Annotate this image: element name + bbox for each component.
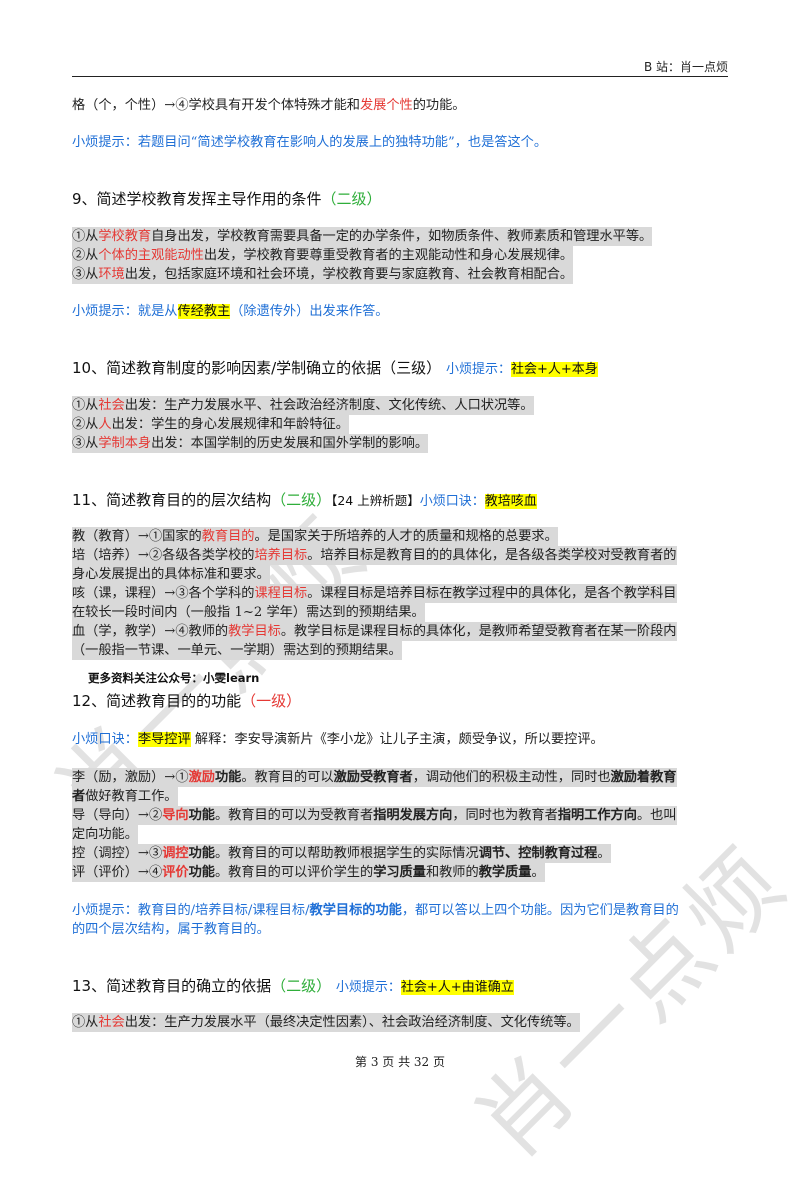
question-11-title: 11、简述教育目的的层次结构（二级）【24 上辨析题】小烦口诀：教培咳血	[72, 491, 537, 509]
q12-item-1-cont: 者做好教育工作。	[72, 787, 178, 806]
header-text: B 站：肖一点烦	[643, 60, 728, 74]
page-number: 第 3 页 共 32 页	[355, 1055, 445, 1069]
document-page: 肖一点烦 肖一点烦 B 站：肖一点烦 格（个，个性）→④学校具有开发个体特殊才能…	[0, 58, 800, 1179]
question-10-title: 10、简述教育制度的影响因素/学制确立的依据（三级） 小烦提示：社会+人+本身	[72, 359, 598, 377]
tip-3: 小烦提示：教育目的/培养目标/课程目标/教学目标的功能，都可以答以上四个功能。因…	[72, 903, 679, 918]
q11-item-4: 血（学，教学）→④教师的教学目标。教学目标是课程目标的具体化，是教师希望受教育者…	[72, 622, 677, 641]
tip-3-cont: 的四个层次结构，属于教育目的。	[72, 922, 270, 937]
q13-item-1: ①从社会出发：生产力发展水平（最终决定性因素）、社会政治经济制度、文化传统等。	[72, 1013, 580, 1032]
q12-item-4: 评（评价）→④评价功能。教育目的可以评价学生的学习质量和教师的教学质量。	[72, 863, 545, 882]
tip-1: 小烦提示：若题目问“简述学校教育在影响人的发展上的独特功能”，也是答这个。	[72, 135, 548, 150]
q9-item-3: ③从环境出发，包括家庭环境和社会环境，学校教育要与家庭教育、社会教育相配合。	[72, 265, 574, 284]
q9-item-2: ②从个体的主观能动性出发，学校教育要尊重受教育者的主观能动性和身心发展规律。	[72, 246, 574, 265]
tip-2: 小烦提示：就是从传经教主（除遗传外）出发来作答。	[72, 304, 389, 319]
page-footer: 第 3 页 共 32 页	[0, 1053, 800, 1070]
q10-item-2: ②从人出发：学生的身心发展规律和年龄特征。	[72, 415, 349, 434]
q10-item-1: ①从社会出发：生产力发展水平、社会政治经济制度、文化传统、人口状况等。	[72, 396, 534, 415]
q12-item-3: 控（调控）→③调控功能。教育目的可以帮助教师根据学生的实际情况调节、控制教育过程…	[72, 844, 611, 863]
q11-item-2: 培（培养）→②各级各类学校的培养目标。培养目标是教育目的的具体化，是各级各类学校…	[72, 546, 677, 565]
page-header: B 站：肖一点烦	[72, 58, 728, 77]
q11-item-3: 咳（课，课程）→③各个学科的课程目标。课程目标是培养目标在教学过程中的具体化，是…	[72, 584, 677, 603]
q11-item-2-cont: 身心发展提出的具体标准和要求。	[72, 565, 270, 584]
question-12-title: 12、简述教育目的的功能（一级）	[72, 692, 302, 710]
question-9-title: 9、简述学校教育发挥主导作用的条件（二级）	[72, 190, 382, 208]
q11-item-4-cont: （一般指一节课、一单元、一学期）需达到的预期结果。	[72, 641, 402, 660]
line-01: 格（个，个性）→④学校具有开发个体特殊才能和发展个性的功能。	[72, 98, 466, 113]
q9-item-1: ①从学校教育自身出发，学校教育需要具备一定的办学条件，如物质条件、教师素质和管理…	[72, 227, 653, 246]
mnemonic-12: 小烦口诀：李导控评 解释：李安导演新片《李小龙》让儿子主演，颇受争议，所以要控评…	[72, 732, 604, 747]
q12-item-2: 导（导向）→②导向功能。教育目的可以为受教育者指明发展方向，同时也为教育者指明工…	[72, 806, 677, 825]
question-13-title: 13、简述教育目的确立的依据（二级） 小烦提示：社会+人+由谁确立	[72, 977, 514, 995]
public-account-note: 更多资料关注公众号：小雯learn	[88, 671, 260, 685]
q12-item-1: 李（励，激励）→①激励功能。教育目的可以激励受教育者，调动他们的积极主动性，同时…	[72, 768, 677, 787]
q10-item-3: ③从学制本身出发：本国学制的历史发展和国外学制的影响。	[72, 434, 429, 453]
q12-item-2-cont: 定向功能。	[72, 825, 138, 844]
q11-item-3-cont: 在较长一段时间内（一般指 1~2 学年）需达到的预期结果。	[72, 603, 425, 622]
q11-item-1: 教（教育）→①国家的教育目的。是国家关于所培养的人才的质量和规格的总要求。	[72, 527, 558, 546]
